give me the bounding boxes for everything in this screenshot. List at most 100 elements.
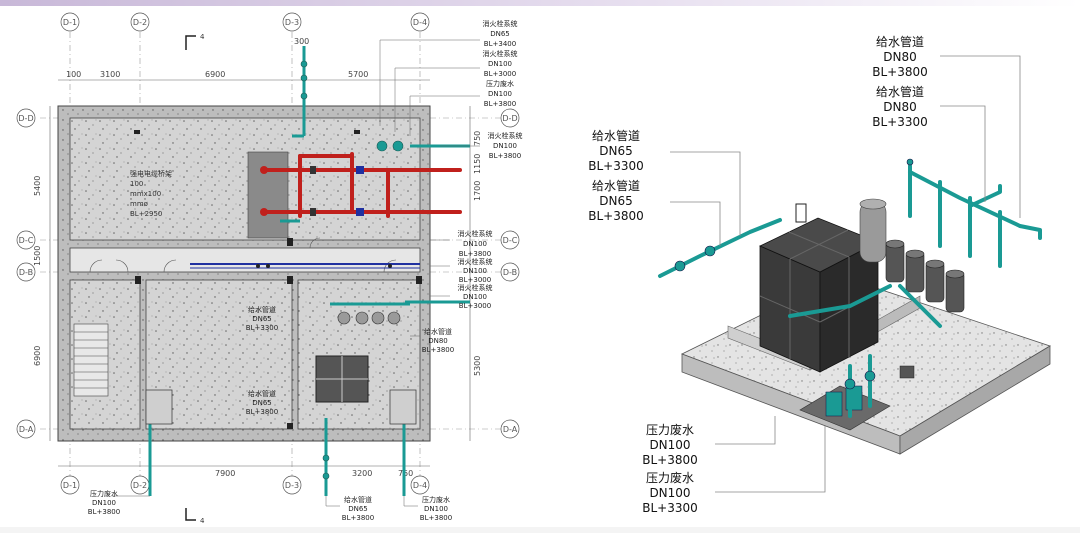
svg-text:D-3: D-3 — [285, 481, 299, 490]
callout-fire-right: 消火栓系统 DN100 BL+3800 — [488, 131, 523, 160]
svg-text:100: 100 — [66, 70, 81, 79]
svg-text:6900: 6900 — [33, 346, 42, 366]
svg-text:BL+2950: BL+2950 — [130, 210, 162, 218]
grid-bubble-left-d: D-D — [16, 108, 36, 128]
svg-text:D-B: D-B — [19, 268, 33, 277]
svg-text:D-B: D-B — [503, 268, 517, 277]
grid-bubble-top-3: D-3 — [282, 12, 302, 32]
pipe-shaft — [247, 151, 289, 239]
svg-text:BL+3800: BL+3800 — [246, 408, 278, 416]
svg-text:BL+3000: BL+3000 — [484, 70, 516, 78]
svg-text:DN100: DN100 — [488, 90, 512, 98]
svg-text:5700: 5700 — [348, 70, 368, 79]
svg-text:DN65: DN65 — [252, 399, 272, 407]
grid-bubbles-top: D-1 D-2 D-3 D-4 — [60, 12, 430, 32]
svg-text:压力废水: 压力废水 — [422, 495, 450, 504]
svg-text:1500: 1500 — [33, 246, 42, 266]
callout-supply-mid: 给水管道 DN80 BL+3800 — [422, 327, 454, 354]
svg-text:DN80: DN80 — [883, 50, 917, 64]
svg-text:给水管道: 给水管道 — [592, 128, 640, 143]
pressure-vessel — [859, 198, 887, 263]
callout-leaders — [112, 39, 480, 507]
svg-text:D-D: D-D — [18, 114, 33, 123]
floor-plan-drawing: D-1 D-2 D-3 D-4 D-1 D-2 D-3 D-4 D-D D-C … — [16, 12, 523, 525]
callout-supply-room1: 给水管道 DN65 BL+3300 — [246, 305, 278, 332]
svg-text:4: 4 — [200, 517, 205, 525]
svg-text:BL+3300: BL+3300 — [642, 501, 698, 515]
grid-bubble-bottom-4: D-4 — [410, 475, 430, 495]
svg-text:5400: 5400 — [33, 176, 42, 196]
svg-text:BL+3300: BL+3300 — [246, 324, 278, 332]
svg-text:D-2: D-2 — [133, 18, 147, 27]
svg-text:给水管道: 给水管道 — [876, 84, 924, 99]
section-marker-top: 4 — [185, 33, 205, 50]
callout-waste-bottom: 压力废水 DN100 BL+3800 — [88, 489, 120, 516]
iso-leaders — [670, 55, 1021, 493]
svg-text:压力废水: 压力废水 — [90, 489, 118, 498]
svg-text:DN100: DN100 — [463, 293, 487, 301]
grid-bubble-right-a: D-A — [500, 419, 520, 439]
callout-fire-c1: 消火栓系统 DN100 BL+3800 — [458, 229, 493, 258]
svg-text:D-4: D-4 — [413, 481, 427, 490]
svg-text:BL+3000: BL+3000 — [459, 276, 491, 284]
svg-text:300: 300 — [294, 37, 309, 46]
grid-bubbles-bottom: D-1 D-2 D-3 D-4 — [60, 475, 430, 495]
svg-text:BL+3300: BL+3300 — [588, 159, 644, 173]
svg-text:3100: 3100 — [100, 70, 120, 79]
svg-text:1700: 1700 — [473, 181, 482, 201]
svg-text:D-4: D-4 — [413, 18, 427, 27]
dimension-lines — [49, 79, 471, 467]
iso-valves — [674, 158, 914, 390]
sump-pit-right — [389, 389, 417, 425]
svg-text:D-D: D-D — [502, 114, 517, 123]
svg-text:BL+3800: BL+3800 — [459, 250, 491, 258]
svg-text:BL+3800: BL+3800 — [342, 514, 374, 522]
callout-fire-top2: 消火栓系统 DN100 BL+3000 — [483, 49, 518, 78]
svg-text:D-A: D-A — [503, 425, 518, 434]
svg-text:DN65: DN65 — [348, 505, 368, 513]
label-waste-dn100-3300: 压力废水 DN100 BL+3300 — [642, 470, 698, 515]
svg-text:给水管道: 给水管道 — [424, 327, 452, 336]
svg-text:BL+3800: BL+3800 — [420, 514, 452, 522]
svg-text:消火栓系统: 消火栓系统 — [458, 257, 493, 266]
svg-text:消火栓系统: 消火栓系统 — [458, 283, 493, 292]
svg-text:DN100: DN100 — [488, 60, 512, 68]
svg-text:BL+3800: BL+3800 — [484, 100, 516, 108]
svg-text:750: 750 — [473, 131, 482, 146]
grid-bubble-left-a: D-A — [16, 419, 36, 439]
svg-text:BL+3800: BL+3800 — [489, 152, 521, 160]
svg-text:消火栓系统: 消火栓系统 — [483, 19, 518, 28]
svg-text:DN100: DN100 — [649, 438, 690, 452]
svg-text:强电电缆桥架: 强电电缆桥架 — [130, 169, 172, 178]
svg-text:D-C: D-C — [19, 236, 34, 245]
svg-text:给水管道: 给水管道 — [876, 34, 924, 49]
grid-bubble-top-4: D-4 — [410, 12, 430, 32]
grid-bubble-left-c: D-C — [16, 230, 36, 250]
grid-bubble-right-b: D-B — [500, 262, 520, 282]
bottom-bar — [0, 527, 1080, 533]
svg-text:4: 4 — [200, 33, 205, 41]
svg-text:D-2: D-2 — [133, 481, 147, 490]
label-supply-dn65-3800: 给水管道 DN65 BL+3800 — [588, 178, 644, 223]
svg-text:D-1: D-1 — [63, 481, 77, 490]
svg-text:DN65: DN65 — [490, 30, 510, 38]
grid-bubbles-right: D-D D-C D-B D-A — [500, 108, 520, 439]
svg-text:BL+3800: BL+3800 — [422, 346, 454, 354]
svg-text:DN65: DN65 — [599, 194, 633, 208]
callout-waste-bottom2: 压力废水 DN100 BL+3800 — [420, 495, 452, 522]
svg-text:压力废水: 压力废水 — [646, 470, 694, 485]
top-accent-bar — [0, 0, 1080, 6]
svg-text:BL+3000: BL+3000 — [459, 302, 491, 310]
callout-fire-top: 消火栓系统 DN65 BL+3400 — [483, 19, 518, 48]
pump-units — [337, 311, 401, 325]
grid-bubble-top-2: D-2 — [130, 12, 150, 32]
svg-text:消火栓系统: 消火栓系统 — [458, 229, 493, 238]
svg-text:BL+3800: BL+3800 — [588, 209, 644, 223]
svg-text:DN100: DN100 — [92, 499, 116, 507]
svg-text:750: 750 — [398, 469, 413, 478]
svg-text:DN100: DN100 — [649, 486, 690, 500]
grid-bubble-right-c: D-C — [500, 230, 520, 250]
svg-text:DN80: DN80 — [428, 337, 448, 345]
svg-text:6900: 6900 — [205, 70, 225, 79]
label-supply-dn80-3800: 给水管道 DN80 BL+3800 — [872, 34, 928, 79]
